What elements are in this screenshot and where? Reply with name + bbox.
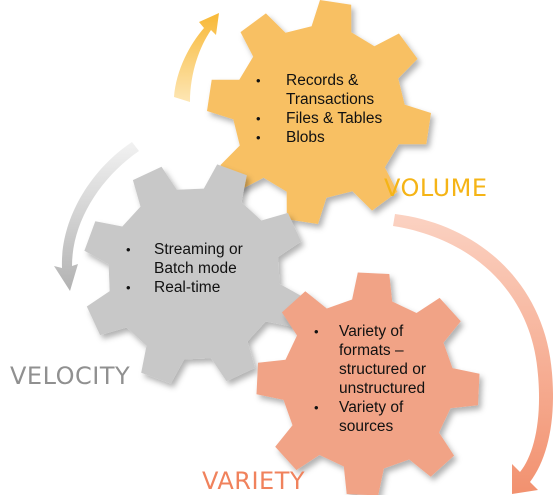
variety-title: VARIETY	[202, 467, 306, 495]
variety-item-text: Variety of formats – structured or unstr…	[339, 323, 427, 397]
variety-item: • Variety of formats – structured or uns…	[312, 322, 432, 398]
bullet-icon: •	[256, 111, 261, 126]
cycle-arrow-to-volume	[174, 13, 219, 102]
volume-gear	[207, 0, 431, 224]
variety-item: • Variety of sources	[312, 398, 432, 436]
bullet-icon: •	[314, 400, 319, 415]
velocity-item-text: Streaming or Batch mode	[154, 241, 243, 277]
bullet-icon: •	[256, 130, 261, 145]
bullet-icon: •	[314, 324, 319, 339]
cycle-arrow-to-velocity	[54, 142, 139, 291]
volume-item: • Blobs	[252, 128, 412, 147]
velocity-item: • Real-time	[122, 278, 282, 297]
bullet-icon: •	[126, 280, 131, 295]
volume-item-text: Files & Tables	[286, 110, 383, 127]
variety-item-list: • Variety of formats – structured or uns…	[312, 322, 432, 436]
volume-title: VOLUME	[384, 174, 488, 202]
velocity-item: • Streaming or Batch mode	[122, 240, 282, 278]
volume-item: • Records & Transactions	[252, 71, 412, 109]
bullet-icon: •	[256, 73, 261, 88]
velocity-gear	[84, 164, 304, 384]
gear-body	[84, 164, 304, 384]
variety-gear	[256, 272, 480, 495]
gear-body	[256, 272, 480, 495]
cycle-arrow-to-variety	[393, 214, 553, 494]
volume-item-list: • Records & Transactions • Files & Table…	[252, 71, 412, 147]
volume-item: • Files & Tables	[252, 109, 412, 128]
volume-item-text: Records & Transactions	[286, 72, 375, 108]
velocity-item-text: Real-time	[154, 279, 221, 296]
velocity-item-list: • Streaming or Batch mode • Real-time	[122, 240, 282, 297]
velocity-title: VELOCITY	[10, 362, 131, 390]
volume-item-text: Blobs	[286, 129, 325, 146]
gear-body	[207, 0, 431, 224]
variety-item-text: Variety of sources	[339, 399, 404, 435]
bullet-icon: •	[126, 242, 131, 257]
